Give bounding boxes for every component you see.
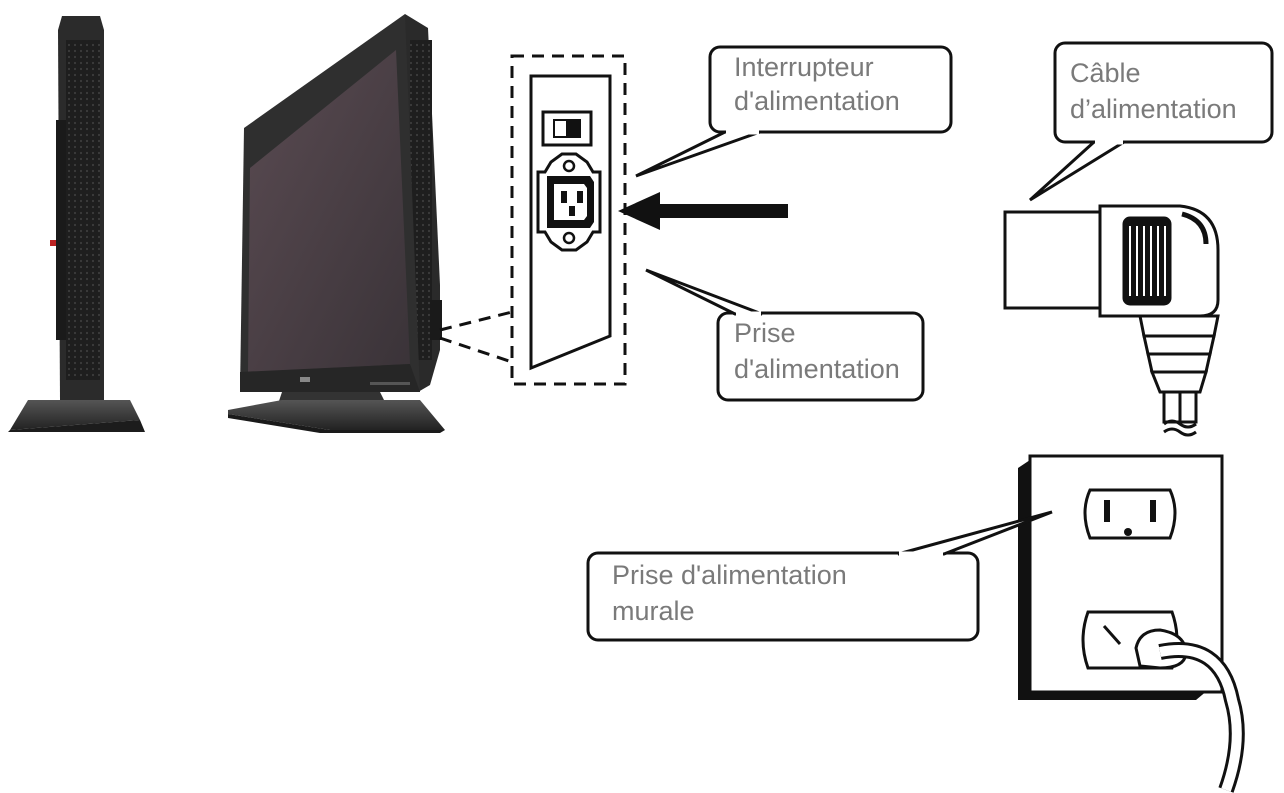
monitor-side-view xyxy=(8,16,145,432)
callout-power-socket-line1: Prise xyxy=(734,318,796,348)
callout-power-cable-line2: d’alimentation xyxy=(1070,94,1237,124)
power-plug-icon xyxy=(1003,204,1220,437)
detail-leader-lines xyxy=(439,310,513,364)
monitor-front-view xyxy=(228,14,445,433)
power-inlet-icon xyxy=(536,152,602,252)
callout-power-socket-line2: d'alimentation xyxy=(734,354,900,384)
callout-power-cable: Câble d’alimentation xyxy=(1028,41,1274,202)
callout-power-switch-line2: d'alimentation xyxy=(734,86,900,116)
callout-power-switch-line1: Interrupteur xyxy=(734,52,874,82)
arrow-left-icon xyxy=(618,192,788,230)
callout-power-switch: Interrupteur d'alimentation xyxy=(635,45,953,178)
callout-wall-outlet-line2: murale xyxy=(612,596,695,626)
callout-power-cable-line1: Câble xyxy=(1070,58,1141,88)
rear-panel-detail xyxy=(510,54,627,386)
power-switch-icon xyxy=(541,110,593,147)
wall-outlet-icon xyxy=(1018,454,1245,793)
callout-power-socket: Prise d'alimentation xyxy=(645,268,925,402)
callout-wall-outlet-line1: Prise d'alimentation xyxy=(612,560,847,590)
callout-wall-outlet: Prise d'alimentation murale xyxy=(586,510,1053,642)
